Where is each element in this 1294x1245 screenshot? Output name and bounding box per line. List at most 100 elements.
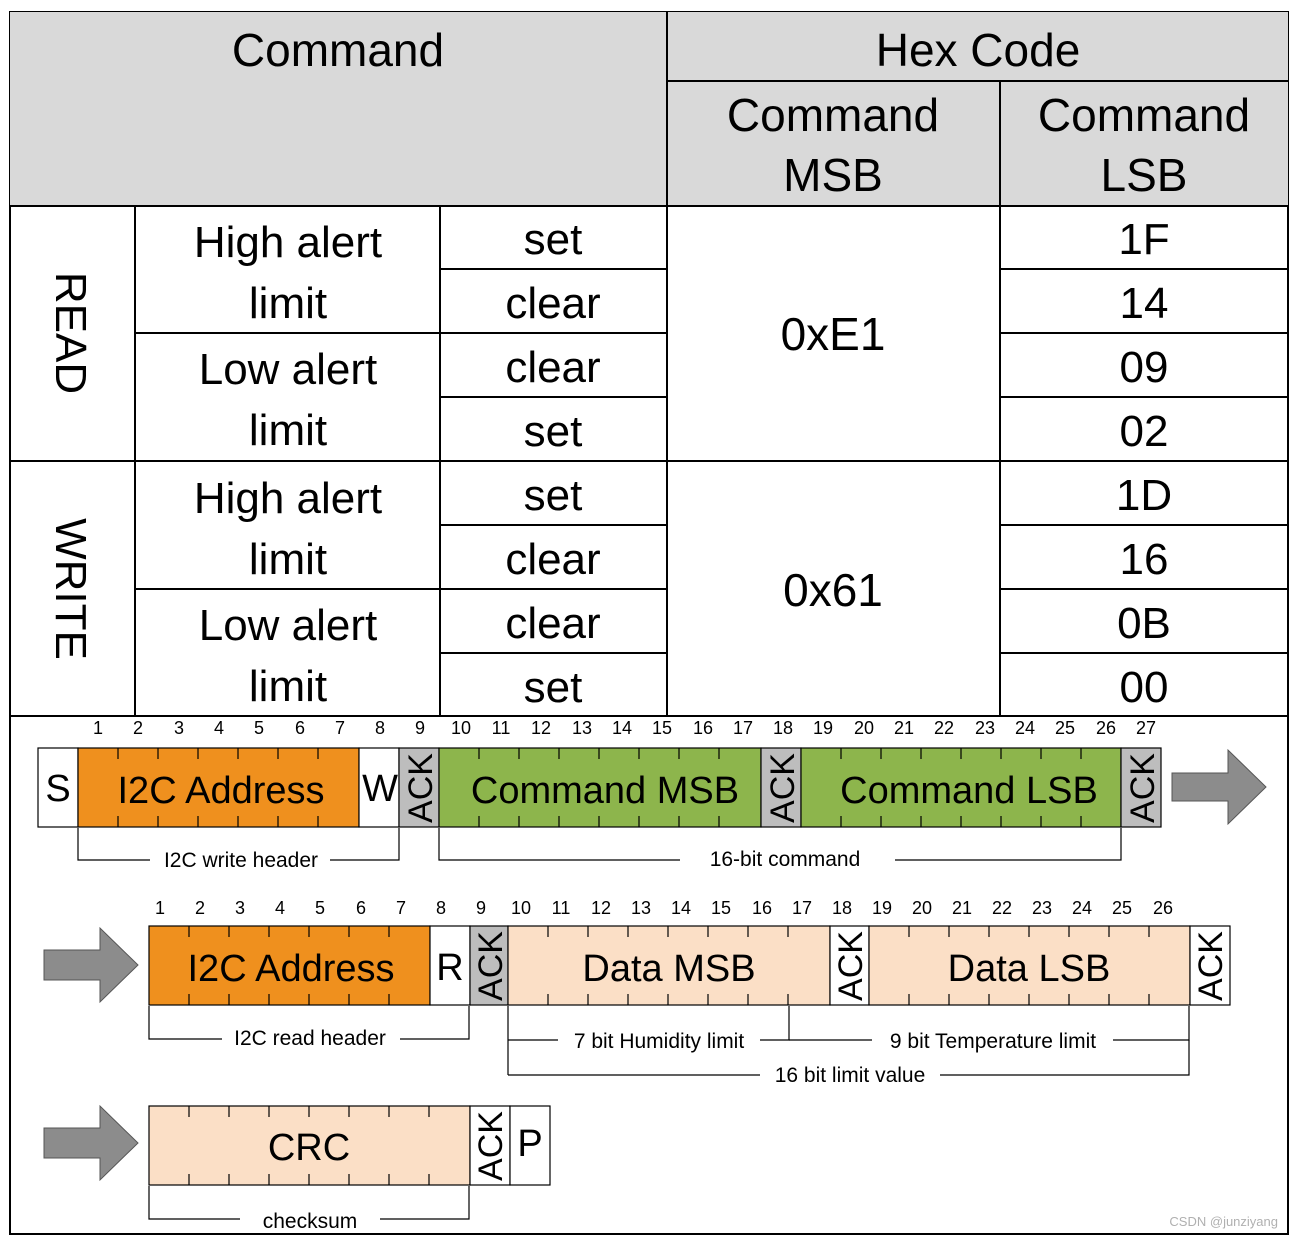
bit-number: 19 [813,718,833,738]
bit-number: 10 [451,718,471,738]
bit-number: 26 [1153,898,1173,918]
bit-number: 21 [952,898,972,918]
msb-value-read: 0xE1 [781,308,886,360]
bit-ticks [188,1106,430,1185]
bit-number: 15 [652,718,672,738]
watermark: CSDN @junziyang [1169,1214,1278,1229]
limit-name-line2: limit [249,279,327,328]
bit-number: 5 [254,718,264,738]
bit-number: 9 [476,898,486,918]
header-msb-line2: MSB [783,149,883,201]
group-label-write: WRITE [46,518,95,660]
header-msb-line1: Command [727,89,939,141]
bit-ticks [188,926,1150,1005]
ack-label: ACK [764,753,802,823]
bit-number: 8 [375,718,385,738]
action-cell: clear [505,599,600,648]
brace [148,1186,470,1220]
bit-number: 16 [752,898,772,918]
i2c-crc-frame: CRC P ACK checksum [43,1104,551,1233]
ack-label: ACK [832,931,870,1001]
bit-number: 8 [436,898,446,918]
bit-number: 27 [1136,718,1156,738]
action-cell: set [524,215,583,264]
bit-number: 15 [711,898,731,918]
bit-number: 6 [295,718,305,738]
bit-number: 18 [773,718,793,738]
group-label-read: READ [46,272,95,394]
data-lsb-field [868,925,1191,1006]
bit-number: 11 [492,718,511,738]
bit-number: 18 [832,898,852,918]
bit-number: 9 [415,718,425,738]
data-lsb-label: Data LSB [948,948,1111,990]
action-cell: clear [505,279,600,328]
bit-number: 13 [631,898,651,918]
bit-number: 23 [975,718,995,738]
command-table: Command Hex Code Command MSB Command LSB… [10,12,1288,717]
stop-field [509,1105,551,1186]
ack-label: ACK [1192,931,1230,1001]
continue-arrow-icon [1171,748,1267,826]
bit-number: 1 [155,898,165,918]
bit-number: 2 [195,898,205,918]
bit-number: 17 [792,898,812,918]
continue-arrow-icon [43,926,139,1004]
lsb-cell: 16 [1120,535,1169,584]
data-msb-label: Data MSB [582,948,755,990]
ack-field [829,925,870,1006]
bit-number: 24 [1072,898,1092,918]
limit-name-line1: Low alert [199,601,378,650]
table-header-background [10,12,1288,206]
continue-arrow-icon [43,1104,139,1182]
action-cell: set [524,663,583,712]
ack-label: ACK [472,931,510,1001]
brace-label: I2C write header [164,849,318,872]
bit-number: 3 [174,718,184,738]
limit-name-line1: High alert [194,474,382,523]
lsb-cell: 1F [1118,215,1169,264]
bit-number: 14 [671,898,691,918]
header-lsb-line1: Command [1038,89,1250,141]
brace-label: 7 bit Humidity limit [574,1030,745,1053]
bit-number: 7 [335,718,345,738]
bit-number: 23 [1032,898,1052,918]
brace [148,1006,470,1040]
brace-label: I2C read header [234,1027,386,1050]
write-bit-label: W [362,768,398,810]
bit-number: 21 [894,718,914,738]
command-lsb-label: Command LSB [840,770,1098,812]
bit-number: 20 [912,898,932,918]
bit-number: 26 [1096,718,1116,738]
bit-number: 6 [356,898,366,918]
limit-name-line2: limit [249,406,327,455]
ack-field [1120,747,1162,828]
i2c-address-field [77,747,360,828]
brace-label: 9 bit Temperature limit [890,1030,1096,1053]
lsb-cell: 1D [1116,471,1172,520]
bit-number: 4 [275,898,285,918]
ack-label: ACK [1124,753,1162,823]
lsb-cell: 0B [1117,599,1171,648]
bit-number: 2 [133,718,143,738]
bit-number: 4 [214,718,224,738]
command-msb-label: Command MSB [471,770,739,812]
bit-number: 5 [315,898,325,918]
command-lsb-field [800,747,1122,828]
bit-number: 14 [612,718,632,738]
msb-value-write: 0x61 [783,564,883,616]
bit-number: 16 [693,718,713,738]
command-msb-field [438,747,762,828]
lsb-cell: 09 [1120,343,1169,392]
bit-number: 22 [934,718,954,738]
action-cell: set [524,471,583,520]
brace [438,828,1122,861]
i2c-address-label: I2C Address [118,770,325,812]
ack-field [1189,925,1231,1006]
bit-number: 10 [511,898,531,918]
action-cell: set [524,407,583,456]
crc-label: CRC [268,1127,350,1169]
